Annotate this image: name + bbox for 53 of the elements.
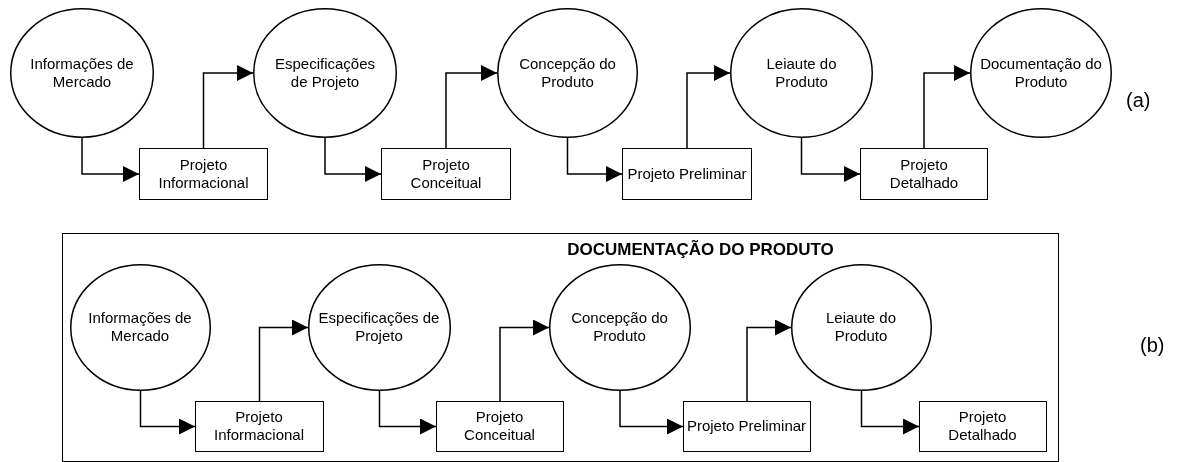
arrow: [499, 319, 550, 402]
arrow: [860, 390, 920, 435]
panel-label: (a): [1126, 88, 1151, 112]
ellipse-node: [497, 8, 638, 138]
node-label: Informações de Mercado: [29, 55, 135, 91]
ellipse-node: [730, 8, 873, 138]
arrow: [202, 65, 254, 149]
node-label: Projeto Conceitual: [409, 156, 483, 192]
node-label: Projeto Detalhado: [947, 408, 1018, 444]
node-label: Leiaute do Produto: [765, 55, 838, 91]
arrow: [445, 65, 498, 149]
arrow: [81, 137, 140, 182]
ellipse-node: [970, 8, 1112, 138]
arrow: [923, 65, 971, 149]
arrow: [746, 319, 792, 402]
ellipse-node: [790, 263, 932, 391]
node-label: Documentação do Produto: [979, 55, 1103, 91]
ellipse-node: [253, 8, 397, 138]
node-label: Especificações de Projeto: [317, 309, 441, 345]
ellipse-node: [548, 263, 691, 391]
node-label: Concepção do Produto: [570, 309, 669, 345]
arrow: [258, 319, 309, 402]
process-box: [918, 400, 1047, 452]
node-label: Projeto Detalhado: [888, 156, 960, 192]
node-label: Especificações de Projeto: [273, 55, 377, 91]
node-label: Projeto Informacional: [157, 156, 250, 192]
node-label: Concepção do Produto: [518, 55, 617, 91]
frame-title: DOCUMENTAÇÃO DO PRODUTO: [566, 240, 835, 260]
node-label: Projeto Preliminar: [626, 165, 748, 183]
ellipse-node: [10, 8, 154, 138]
process-box: [622, 148, 752, 200]
process-box: [860, 148, 988, 200]
arrow: [324, 137, 382, 182]
process-box: [682, 400, 811, 452]
panel-label: (b): [1140, 333, 1165, 357]
ellipse-node: [307, 263, 451, 391]
node-label: Projeto Conceitual: [463, 408, 536, 444]
arrow: [566, 137, 623, 182]
arrow: [619, 390, 684, 435]
node-label: Projeto Preliminar: [686, 417, 807, 435]
process-box: [435, 400, 564, 452]
group-frame: [62, 233, 1059, 462]
arrow: [139, 390, 196, 435]
ellipse-node: [69, 263, 211, 391]
node-label: Projeto Informacional: [212, 408, 305, 444]
process-box: [139, 148, 268, 200]
arrow: [686, 65, 731, 149]
process-box: [381, 148, 511, 200]
node-label: Informações de Mercado: [87, 309, 193, 345]
process-box: [194, 400, 324, 452]
node-label: Leiaute do Produto: [824, 309, 898, 345]
arrow: [378, 390, 437, 435]
arrow: [800, 137, 861, 182]
